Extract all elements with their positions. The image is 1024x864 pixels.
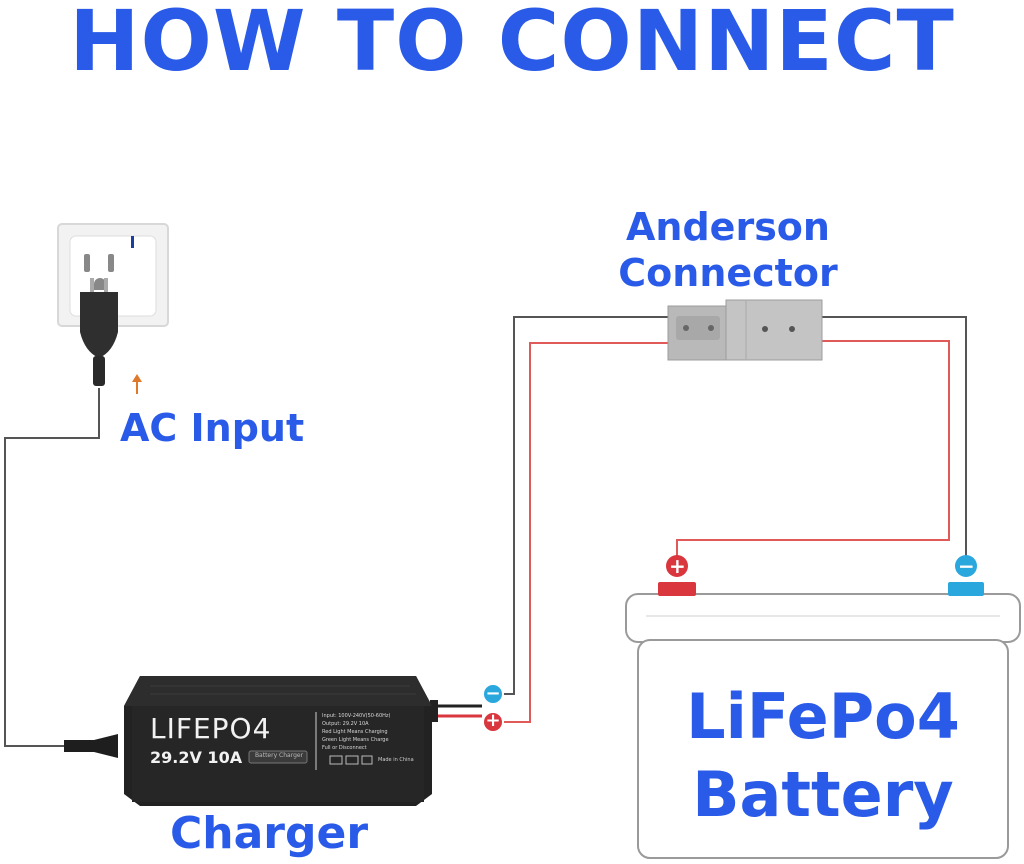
charger-tag: Battery Charger xyxy=(254,752,304,759)
battery-label-line1: LiFePo4 xyxy=(686,680,960,753)
battery-negative-symbol: − xyxy=(958,554,975,578)
battery-label-line2: Battery xyxy=(692,758,954,831)
charger-spec-line: Input: 100V-240V(50-60Hz) xyxy=(322,713,391,719)
positive-wire-battery-side xyxy=(676,340,950,558)
ac-input-label: AC Input xyxy=(120,406,305,450)
charger-positive-terminal xyxy=(482,711,504,733)
charger-spec-list: Input: 100V-240V(50-60Hz) Output: 29.2V … xyxy=(322,712,390,752)
charger-body xyxy=(64,676,432,806)
charger-positive-symbol: + xyxy=(485,710,501,731)
charger-spec-line: Output: 29.2V 10A xyxy=(322,721,369,727)
ac-input-arrow xyxy=(132,374,142,394)
charger-negative-terminal xyxy=(482,683,504,705)
battery-negative-terminal xyxy=(948,555,984,596)
battery-label: LiFePo4 Battery xyxy=(640,678,1006,834)
power-plug xyxy=(80,278,118,386)
ac-cable xyxy=(4,388,100,747)
charger-spec-line: Green Light Means Charge xyxy=(322,737,389,743)
battery-body xyxy=(625,593,1021,859)
charger-negative-symbol: − xyxy=(485,683,501,704)
negative-wire-battery-side xyxy=(822,316,967,560)
charger-brand: LIFEPO4 xyxy=(150,712,272,745)
charger-spec-line: Red Light Means Charging xyxy=(322,729,388,735)
charger-rating: 29.2V 10A xyxy=(150,748,243,767)
battery-positive-terminal xyxy=(658,555,696,596)
page-title: HOW TO CONNECT xyxy=(69,0,955,90)
positive-wire xyxy=(494,342,668,723)
battery-positive-symbol: + xyxy=(669,554,686,578)
anderson-connector-label-line1: Anderson xyxy=(626,205,830,249)
charger-made-in: Made in China xyxy=(378,757,414,763)
anderson-connector-label-line2: Connector xyxy=(618,251,838,295)
anderson-connector xyxy=(667,299,823,361)
anderson-connector-label: Anderson Connector xyxy=(600,204,856,296)
charger-label: Charger xyxy=(170,808,369,859)
charger-spec-line: Full or Disconnect xyxy=(322,745,367,751)
